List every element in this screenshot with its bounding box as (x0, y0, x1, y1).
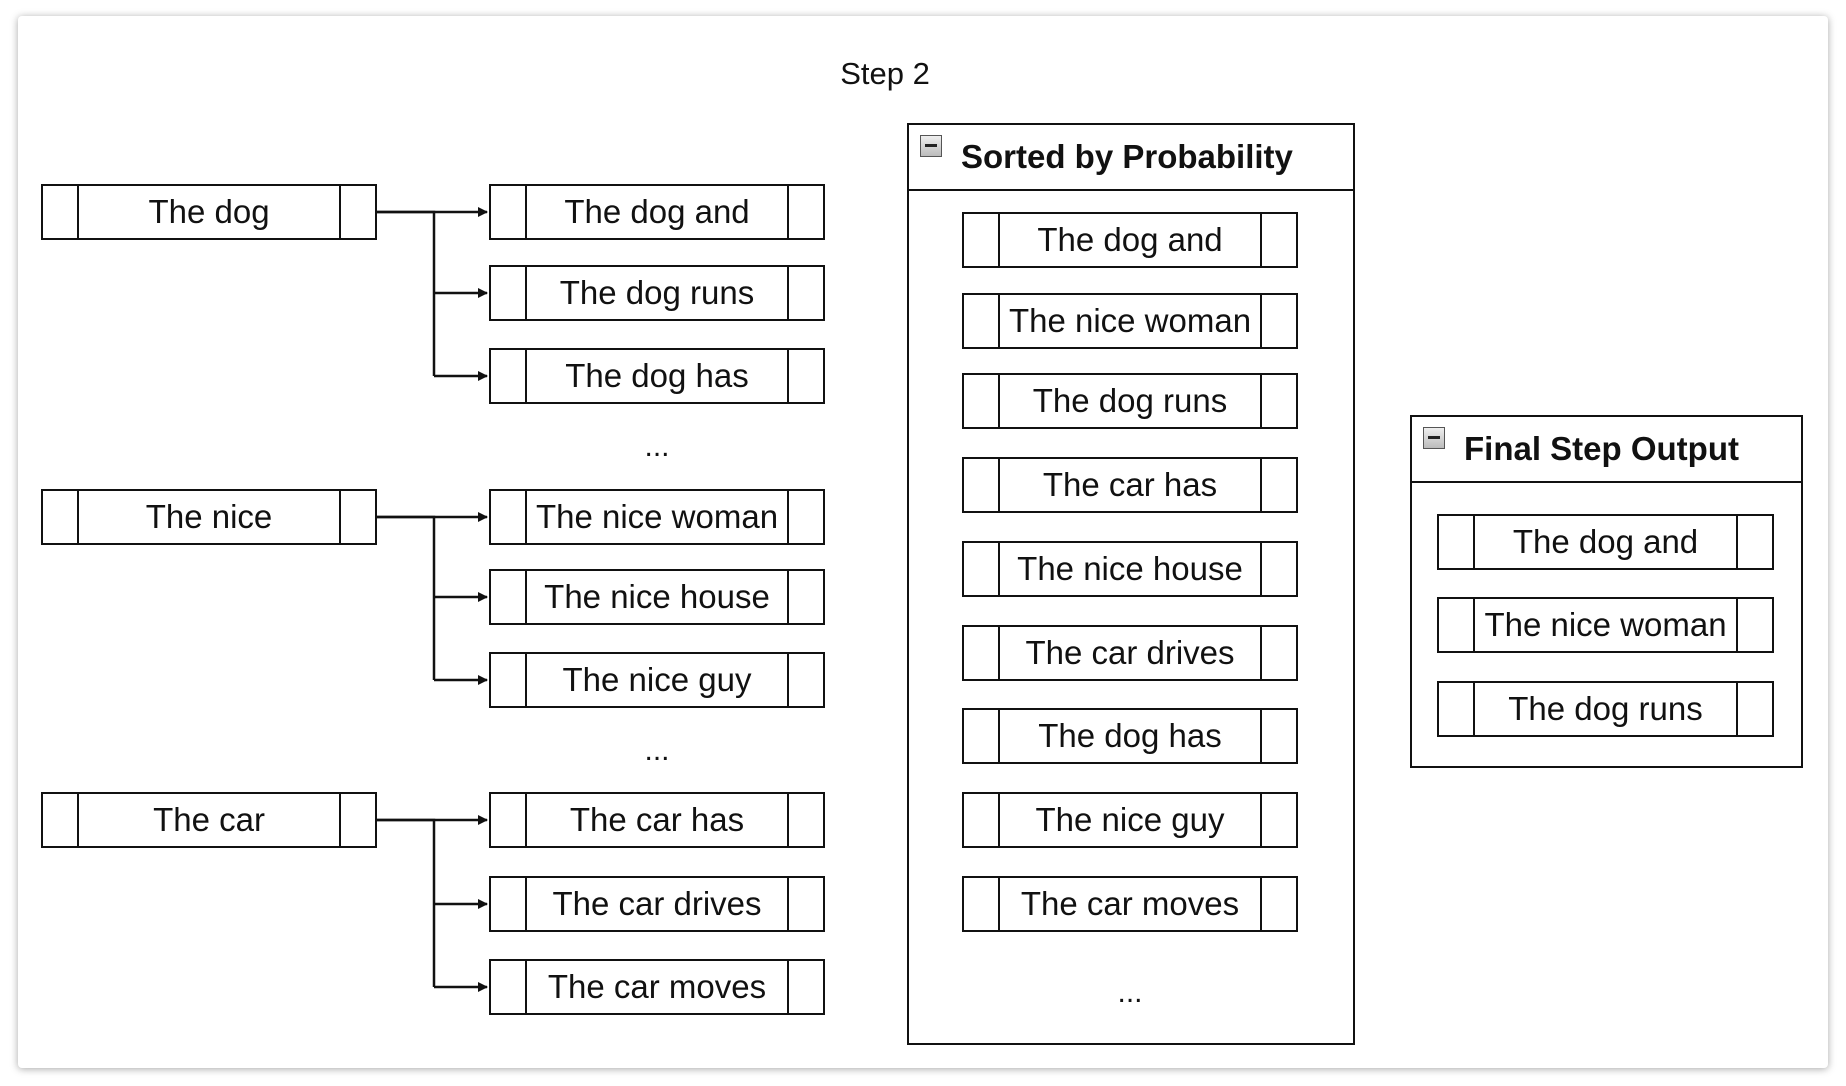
candidate-node[interactable]: The car moves (489, 959, 825, 1015)
sorted-item[interactable]: The car moves (962, 876, 1298, 932)
final-panel-header: Final Step Output (1412, 417, 1801, 483)
diagram-canvas: Step 2 The dog The nice The car The dog … (18, 16, 1828, 1068)
candidate-node[interactable]: The dog has (489, 348, 825, 404)
sorted-item[interactable]: The nice guy (962, 792, 1298, 848)
final-item[interactable]: The nice woman (1437, 597, 1774, 653)
connector-trunk (377, 818, 436, 987)
candidate-node[interactable]: The nice woman (489, 489, 825, 545)
collapse-icon[interactable] (920, 135, 942, 157)
candidate-node[interactable]: The nice guy (489, 652, 825, 708)
collapse-icon[interactable] (1423, 427, 1445, 449)
connector-trunk (377, 210, 436, 376)
source-node-car[interactable]: The car (41, 792, 377, 848)
final-panel-title: Final Step Output (1464, 430, 1739, 467)
sorted-item[interactable]: The dog has (962, 708, 1298, 764)
sorted-item[interactable]: The car has (962, 457, 1298, 513)
sorted-panel-title: Sorted by Probability (961, 138, 1293, 175)
sorted-panel-header: Sorted by Probability (909, 125, 1353, 191)
final-item[interactable]: The dog runs (1437, 681, 1774, 737)
candidate-node[interactable]: The car drives (489, 876, 825, 932)
ellipsis: ... (644, 430, 670, 463)
candidate-node[interactable]: The dog runs (489, 265, 825, 321)
source-node-nice[interactable]: The nice (41, 489, 377, 545)
candidate-node[interactable]: The car has (489, 792, 825, 848)
sorted-item[interactable]: The nice house (962, 541, 1298, 597)
sorted-item[interactable]: The nice woman (962, 293, 1298, 349)
sorted-item[interactable]: The dog and (962, 212, 1298, 268)
candidate-node[interactable]: The dog and (489, 184, 825, 240)
final-item[interactable]: The dog and (1437, 514, 1774, 570)
sorted-item[interactable]: The car drives (962, 625, 1298, 681)
candidate-node[interactable]: The nice house (489, 569, 825, 625)
sorted-item[interactable]: The dog runs (962, 373, 1298, 429)
source-node-dog[interactable]: The dog (41, 184, 377, 240)
ellipsis: ... (1117, 976, 1143, 1009)
connector-trunk (377, 515, 436, 680)
ellipsis: ... (644, 734, 670, 767)
connector-layer (377, 207, 488, 992)
diagram-title: Step 2 (840, 56, 930, 91)
